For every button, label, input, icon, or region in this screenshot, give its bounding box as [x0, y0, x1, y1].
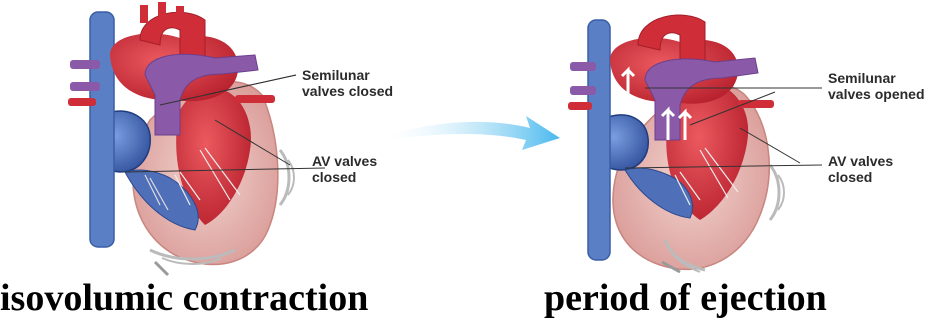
- av-label-right: AV valves closed: [828, 153, 893, 185]
- semilunar-label-right: Semilunar valves opened: [828, 70, 925, 102]
- caption-period-of-ejection: period of ejection: [544, 277, 827, 319]
- av-label-left-line2: closed: [312, 169, 377, 185]
- av-label-right-line1: AV valves: [828, 153, 893, 169]
- semilunar-label-right-line2: valves opened: [828, 86, 925, 102]
- transition-arrow: [388, 116, 560, 150]
- heart-illustration-left: [68, 2, 294, 275]
- semilunar-label-right-line1: Semilunar: [828, 70, 925, 86]
- caption-isovolumic-contraction: isovolumic contraction: [0, 277, 368, 319]
- semilunar-label-left: Semilunar valves closed: [302, 67, 393, 99]
- semilunar-label-left-line1: Semilunar: [302, 67, 393, 83]
- heart-illustration-right: [568, 15, 784, 272]
- semilunar-label-left-line2: valves closed: [302, 83, 393, 99]
- av-label-right-line2: closed: [828, 169, 893, 185]
- av-label-left-line1: AV valves: [312, 153, 377, 169]
- av-label-left: AV valves closed: [312, 153, 377, 185]
